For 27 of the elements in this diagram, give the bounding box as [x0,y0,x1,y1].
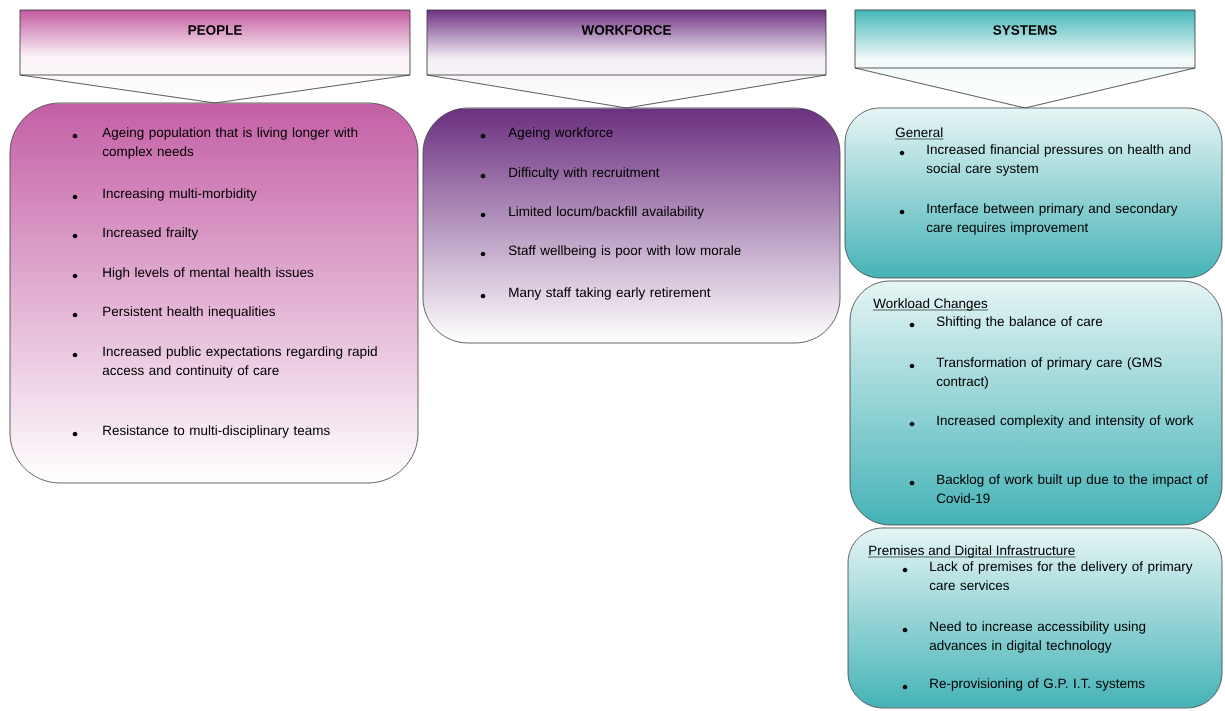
bullet-item: Persistent health inequalities [72,306,276,319]
bullet-item: Increased complexity and intensity of work [909,415,1194,428]
bullet-item: Resistance to multi-disciplinary teams [72,425,330,438]
bullet-item: Need to increase accessibility using advances in digital technology [902,621,1146,653]
bullet-item: Lack of premises for the delivery of primary care services [902,561,1193,591]
bullet-item: Staff wellbeing is poor with low morale [480,245,741,258]
bullet-item: Increasing multi-morbidity [72,188,257,201]
rounded-box [844,107,1223,279]
bullet-item: High levels of mental health issues [72,267,314,280]
bullet-item: Transformation of primary care (GMS contract) [909,357,1162,389]
bullet-item: Interface between primary and secondary care requires improvement [899,203,1178,235]
bullet-item: Re-provisioning of G.P. I.T. systems [902,678,1145,691]
rounded-box [847,527,1223,709]
bullet-item: Difficulty with recruitment [480,167,660,180]
bullet-item: Limited locum/backfill availability [480,206,704,219]
bullet-item: Increased financial pressures on health and social care system [899,144,1191,176]
rounded-box [849,280,1223,526]
bullet-item: Ageing population that is living longer with complex needs [72,127,358,159]
section-heading: Workload Changes [872,298,989,311]
bullet-item: Shifting the balance of care [909,316,1103,329]
section-heading: Premises and Digital Infrastructure [867,545,1076,558]
bullet-item: Increased frailty [72,227,199,240]
bullet-item: Ageing workforce [480,127,613,140]
section-heading: General [894,127,944,140]
bullet-item: Backlog of work built up due to the impact of Covid-19 [909,474,1208,504]
bullet-item: Many staff taking early retirement [480,287,711,300]
bullet-item: Increased public expectations regarding rapid access and continuity of care [72,346,377,378]
